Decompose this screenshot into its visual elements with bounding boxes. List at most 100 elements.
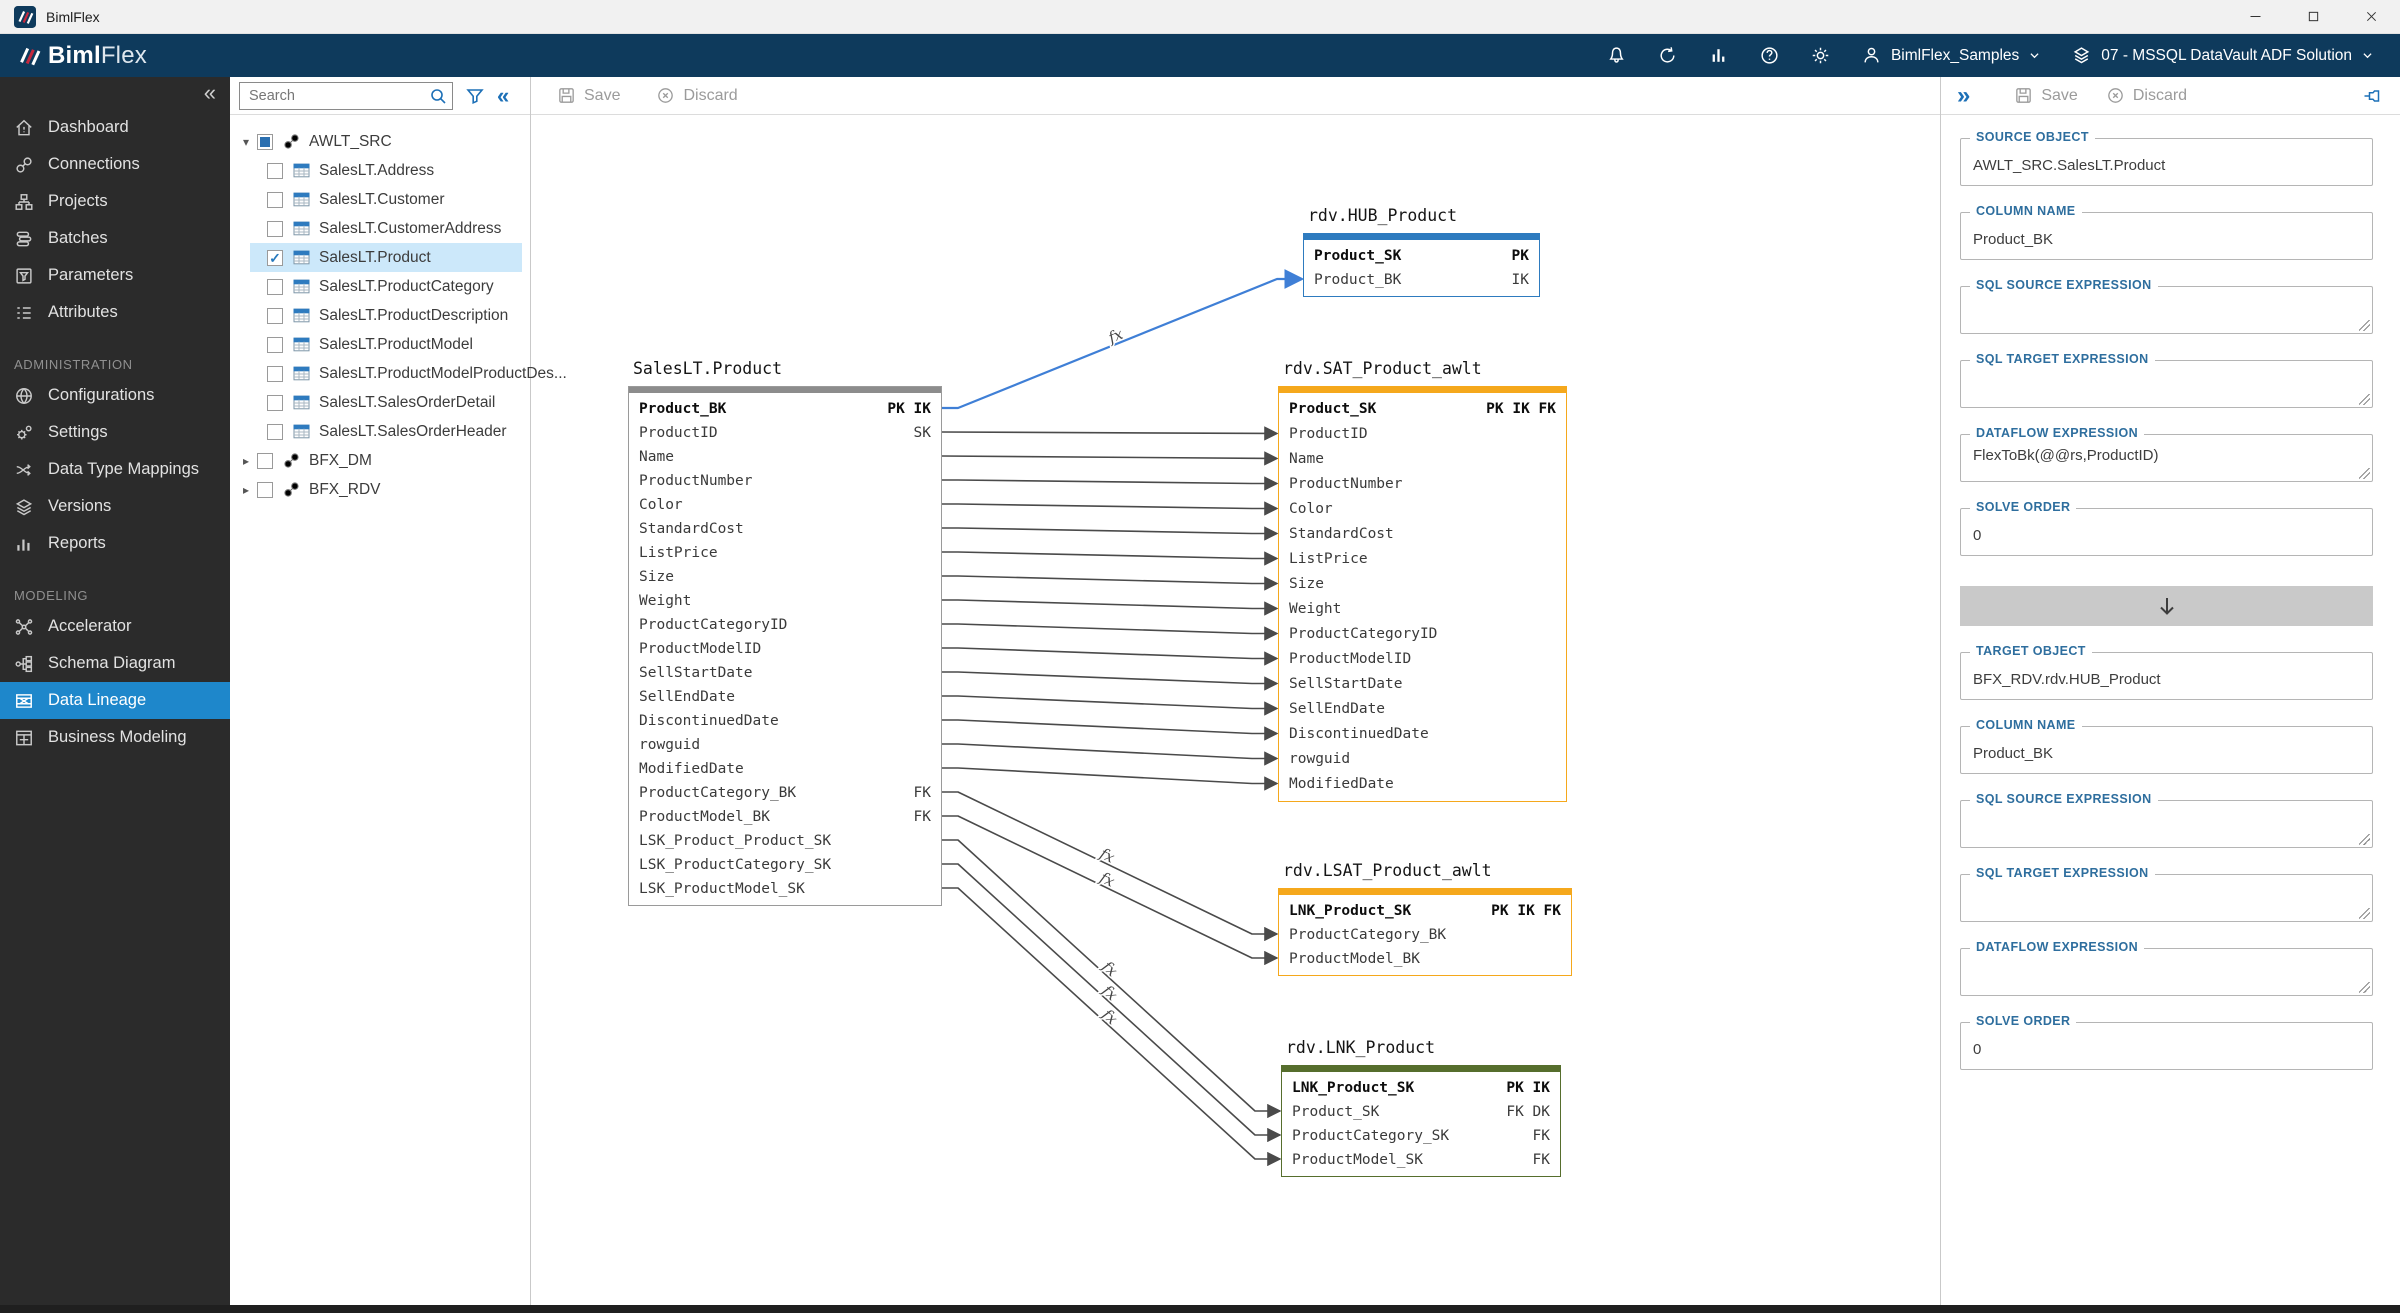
checkbox[interactable]: ✓ bbox=[267, 249, 283, 266]
field-value[interactable]: 0 bbox=[1973, 526, 1982, 544]
checkbox[interactable] bbox=[267, 278, 283, 295]
sidebar-item-parameters[interactable]: Parameters bbox=[0, 257, 230, 294]
minimize-button[interactable] bbox=[2226, 0, 2284, 33]
tree-item-bfx-rdv[interactable]: ▸BFX_RDV bbox=[230, 475, 530, 504]
sql-source-expression-field-9[interactable]: SQL SOURCE EXPRESSION bbox=[1960, 792, 2373, 848]
props-save-button[interactable]: Save bbox=[2014, 86, 2078, 105]
collapse-tree-icon[interactable]: « bbox=[497, 82, 510, 108]
props-discard-button[interactable]: Discard bbox=[2106, 86, 2187, 105]
sidebar-item-business-modeling[interactable]: Business Modeling bbox=[0, 719, 230, 756]
tree-item-saleslt-salesorderheader[interactable]: SalesLT.SalesOrderHeader bbox=[230, 417, 530, 446]
resize-grip-icon[interactable] bbox=[2359, 982, 2370, 993]
tree-item-saleslt-productmodelproductdes-[interactable]: SalesLT.ProductModelProductDes... bbox=[230, 359, 567, 388]
tree-item-saleslt-productcategory[interactable]: SalesLT.ProductCategory bbox=[230, 272, 530, 301]
checkbox[interactable] bbox=[267, 423, 283, 440]
tree-item-awlt-src[interactable]: ▾AWLT_SRC bbox=[230, 127, 530, 156]
sidebar-item-reports[interactable]: Reports bbox=[0, 525, 230, 562]
notifications-icon[interactable] bbox=[1606, 45, 1627, 66]
search-icon[interactable] bbox=[429, 87, 447, 105]
chevron-right-icon[interactable]: ▸ bbox=[242, 482, 250, 497]
tree-item-saleslt-salesorderdetail[interactable]: SalesLT.SalesOrderDetail bbox=[230, 388, 530, 417]
sidebar-item-connections[interactable]: Connections bbox=[0, 146, 230, 183]
chevron-down-icon[interactable]: ▾ bbox=[242, 134, 250, 149]
dataflow-expression-field-11[interactable]: DATAFLOW EXPRESSION bbox=[1960, 940, 2373, 996]
sidebar-item-schema-diagram[interactable]: Schema Diagram bbox=[0, 645, 230, 682]
sidebar-item-data-lineage[interactable]: Data Lineage bbox=[0, 682, 230, 719]
tree-item-bfx-dm[interactable]: ▸BFX_DM bbox=[230, 446, 530, 475]
checkbox[interactable] bbox=[267, 162, 283, 179]
tree-item-saleslt-productmodel[interactable]: SalesLT.ProductModel bbox=[230, 330, 530, 359]
sql-target-expression-field-10[interactable]: SQL TARGET EXPRESSION bbox=[1960, 866, 2373, 922]
tree-item-saleslt-customer[interactable]: SalesLT.Customer bbox=[230, 185, 530, 214]
checkbox[interactable] bbox=[257, 481, 273, 498]
field-value[interactable]: FlexToBk(@@rs,ProductID) bbox=[1973, 447, 2159, 464]
field-value[interactable]: Product_BK bbox=[1973, 230, 2054, 248]
checkbox[interactable] bbox=[267, 365, 283, 382]
sidebar-item-configurations[interactable]: Configurations bbox=[0, 377, 230, 414]
sql-target-expression-field-3[interactable]: SQL TARGET EXPRESSION bbox=[1960, 352, 2373, 408]
reports-chart-icon[interactable] bbox=[1708, 45, 1729, 66]
chevron-right-icon[interactable]: ▸ bbox=[242, 453, 250, 468]
user-menu[interactable]: BimlFlex_Samples bbox=[1861, 45, 2041, 66]
solution-menu[interactable]: 07 - MSSQL DataVault ADF Solution bbox=[2071, 45, 2374, 66]
tree-item-saleslt-productdescription[interactable]: SalesLT.ProductDescription bbox=[230, 301, 530, 330]
field-value[interactable] bbox=[1961, 801, 2372, 847]
map-source-to-target-button[interactable] bbox=[1960, 586, 2373, 626]
sidebar-item-versions[interactable]: Versions bbox=[0, 488, 230, 525]
filter-icon[interactable] bbox=[465, 86, 485, 106]
close-button[interactable] bbox=[2342, 0, 2400, 33]
sidebar-item-data-type-mappings[interactable]: Data Type Mappings bbox=[0, 451, 230, 488]
save-button[interactable]: Save bbox=[557, 86, 620, 105]
checkbox[interactable] bbox=[267, 336, 283, 353]
checkbox[interactable] bbox=[257, 452, 273, 469]
resize-grip-icon[interactable] bbox=[2359, 834, 2370, 845]
sidebar-item-accelerator[interactable]: Accelerator bbox=[0, 608, 230, 645]
tree-item-saleslt-product[interactable]: ✓SalesLT.Product bbox=[230, 243, 530, 272]
field-value[interactable] bbox=[1961, 875, 2372, 921]
sidebar-item-batches[interactable]: Batches bbox=[0, 220, 230, 257]
sql-source-expression-field-2[interactable]: SQL SOURCE EXPRESSION bbox=[1960, 278, 2373, 334]
checkbox[interactable] bbox=[267, 220, 283, 237]
settings-gear-icon[interactable] bbox=[1810, 45, 1831, 66]
checkbox[interactable] bbox=[267, 394, 283, 411]
checkbox[interactable] bbox=[257, 133, 273, 150]
field-value[interactable] bbox=[1961, 287, 2372, 333]
refresh-icon[interactable] bbox=[1657, 45, 1678, 66]
resize-grip-icon[interactable] bbox=[2359, 468, 2370, 479]
resize-grip-icon[interactable] bbox=[2359, 320, 2370, 331]
field-value[interactable]: AWLT_SRC.SalesLT.Product bbox=[1973, 156, 2166, 174]
resize-grip-icon[interactable] bbox=[2359, 908, 2370, 919]
sidebar-item-attributes[interactable]: Attributes bbox=[0, 294, 230, 331]
sidebar-item-dashboard[interactable]: Dashboard bbox=[0, 109, 230, 146]
field-value[interactable] bbox=[1961, 949, 2372, 995]
tree-item-saleslt-address[interactable]: SalesLT.Address bbox=[230, 156, 530, 185]
sidebar-collapse-button[interactable]: « bbox=[203, 80, 216, 105]
checkbox[interactable] bbox=[267, 307, 283, 324]
checkbox[interactable] bbox=[267, 191, 283, 208]
resize-grip-icon[interactable] bbox=[2359, 394, 2370, 405]
search-input[interactable] bbox=[239, 81, 453, 110]
sidebar-item-projects[interactable]: Projects bbox=[0, 183, 230, 220]
help-icon[interactable] bbox=[1759, 45, 1780, 66]
sidebar-item-settings[interactable]: Settings bbox=[0, 414, 230, 451]
field-value[interactable] bbox=[1961, 361, 2372, 407]
tree-item-saleslt-customeraddress[interactable]: SalesLT.CustomerAddress bbox=[230, 214, 530, 243]
pin-icon[interactable] bbox=[2362, 86, 2382, 106]
expand-panel-icon[interactable]: » bbox=[1957, 81, 1971, 109]
discard-button[interactable]: Discard bbox=[656, 86, 738, 105]
maximize-button[interactable] bbox=[2284, 0, 2342, 33]
field-value[interactable]: Product_BK bbox=[1973, 744, 2054, 762]
